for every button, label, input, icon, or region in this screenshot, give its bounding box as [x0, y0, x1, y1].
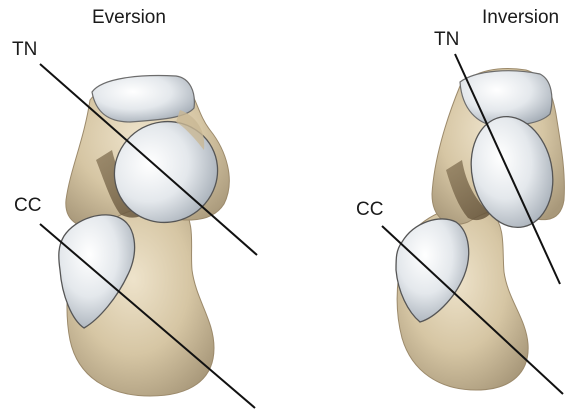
- inversion-cc-label: CC: [356, 200, 383, 219]
- eversion-bones: [59, 76, 236, 396]
- eversion-tn-label: TN: [12, 40, 37, 59]
- eversion-title: Eversion: [92, 8, 166, 27]
- inversion-bones: [396, 69, 564, 390]
- inversion-tn-label: TN: [434, 30, 459, 49]
- inversion-title: Inversion: [482, 8, 559, 27]
- eversion-cc-label: CC: [14, 196, 41, 215]
